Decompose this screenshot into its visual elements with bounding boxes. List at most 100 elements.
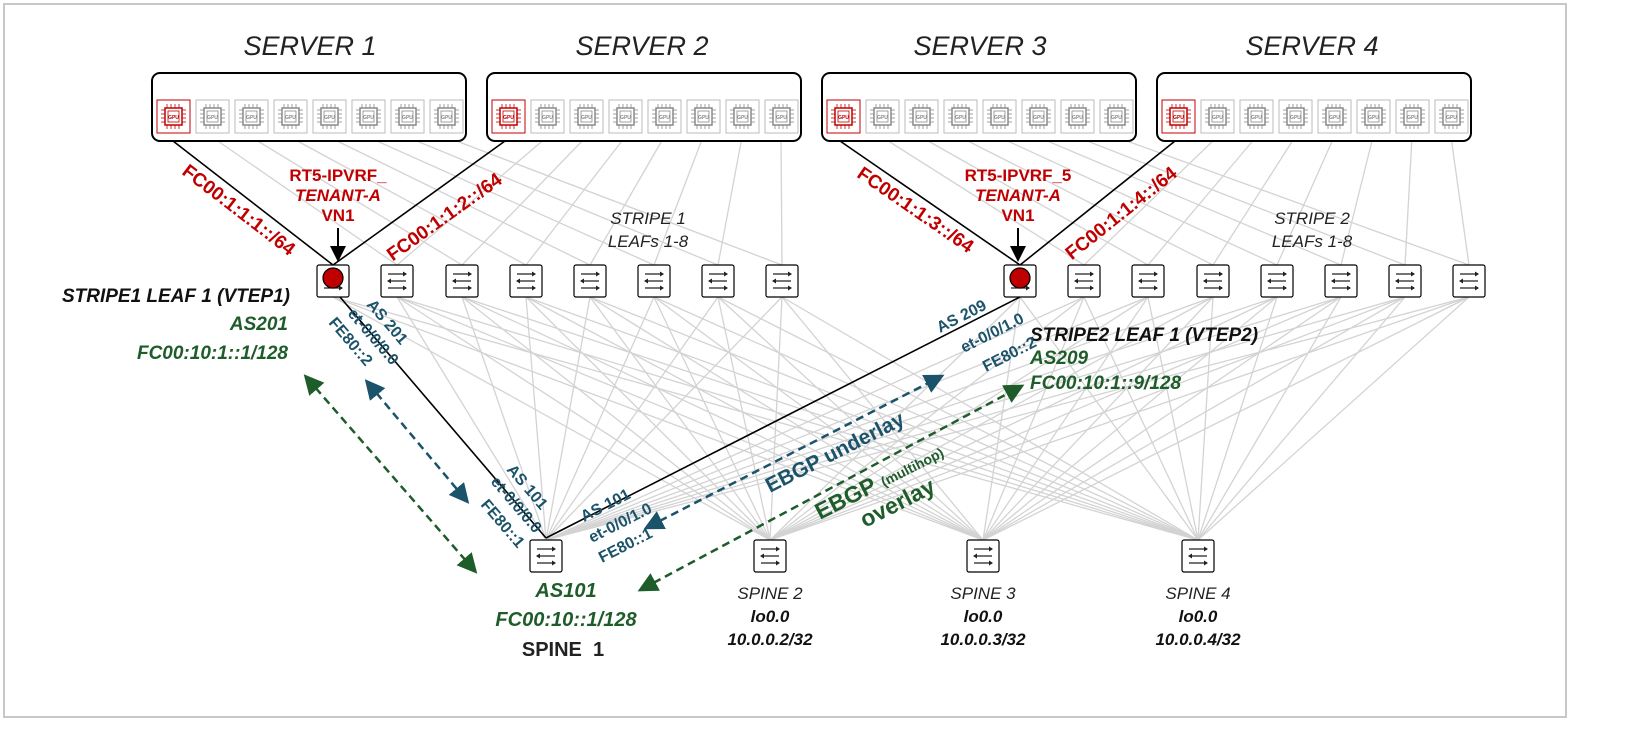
stripe2-leaf-1[interactable] [1003,264,1037,298]
gpu-icon: GPU [312,99,347,134]
server-chassis [486,72,802,142]
gpu-icon: GPU [686,99,721,134]
gpu-icon: GPU [1434,99,1469,134]
gpu-icon: GPU [904,99,939,134]
stripe2-leaf-3[interactable] [1131,264,1165,298]
svg-text:GPU: GPU [207,115,218,121]
gpu-leaf-link [1340,136,1374,266]
gpu-icon: GPU [982,99,1017,134]
gpu-icon: GPU [569,99,604,134]
spine2-name: SPINE 2 [737,584,803,603]
gpu-icon: GPU [865,99,900,134]
stripe1-leaf-8[interactable] [765,264,799,298]
svg-text:GPU: GPU [916,115,927,121]
stripe1-leaf-5[interactable] [573,264,607,298]
stripe2-leaf-6[interactable] [1324,264,1358,298]
spine4-lo: lo0.0 [1179,607,1218,626]
stripe2-leaf-2[interactable] [1067,264,1101,298]
svg-text:GPU: GPU [1173,115,1184,121]
overlay-arrow-leaf1 [303,374,478,574]
vtep-indicator-icon [322,267,344,289]
svg-text:GPU: GPU [776,115,787,121]
svg-text:GPU: GPU [698,115,709,121]
gpu-leaf-link [1450,136,1470,266]
stripe1-leaf-4[interactable] [509,264,543,298]
gpu-icon: GPU [1099,99,1134,134]
svg-text:GPU: GPU [1072,115,1083,121]
gpu-leaf-link [1037,136,1342,266]
gpu-leaf-link [461,136,587,266]
svg-text:GPU: GPU [994,115,1005,121]
link-s4-gpu1-leaf1 [1019,140,1176,266]
svg-text:GPU: GPU [737,115,748,121]
svg-text:GPU: GPU [168,115,179,121]
leaf-spine-link [1019,296,1199,541]
leaf-spine-link [982,296,1470,541]
gpu-icon: GPU [1395,99,1430,134]
stripe1-leaf-7[interactable] [701,264,735,298]
vrf-label-stripe1: RT5-IPVRF_ TENANT-A VN1 [289,166,387,262]
stripe2-label: STRIPE 2 [1274,209,1350,228]
gpu-leaf-link [717,136,743,266]
stripe2-leaf-4[interactable] [1196,264,1230,298]
server-2-title: SERVER 2 [575,31,708,61]
gpu-leaf-link [1404,136,1413,266]
leaf2-as: AS209 [1029,348,1089,369]
svg-text:GPU: GPU [324,115,335,121]
svg-text:GPU: GPU [1111,115,1122,121]
leaf-spine-link [1197,296,1406,541]
spine-3[interactable] [966,539,1000,573]
stripe1-leaf-1[interactable] [316,264,350,298]
gpu-icon: GPU [1356,99,1391,134]
spine4-ip: 10.0.0.4/32 [1155,630,1241,649]
server-chassis [821,72,1137,142]
gpu-leaf-link [998,136,1278,266]
gpu-leaf-link [1083,136,1218,266]
gpu-icon: GPU [195,99,230,134]
stripe2-leafs: LEAFs 1-8 [1272,232,1353,251]
stripe2-leaf-7[interactable] [1388,264,1422,298]
vrf2-line2: TENANT-A [975,186,1061,205]
gpu-leaf-link [445,136,783,266]
spine1-loopback: FC00:10::1/128 [495,609,637,631]
gpu-leaf-link [406,136,719,266]
overlay-arrow-leaf2 [637,384,1025,592]
gpu-icon: GPU [1317,99,1352,134]
svg-text:GPU: GPU [955,115,966,121]
link-s3-gpu1-leaf1 [839,140,1021,266]
vrf-label-stripe2: RT5-IPVRF_5 TENANT-A VN1 [965,166,1071,262]
svg-text:GPU: GPU [1251,115,1262,121]
vrf1-line1: RT5-IPVRF_ [289,166,387,185]
spine-4[interactable] [1181,539,1215,573]
gpu-leaf-link [1076,136,1406,266]
svg-text:GPU: GPU [620,115,631,121]
gpu-leaf-link [525,136,626,266]
leaf2-loopback: FC00:10:1::9/128 [1030,373,1181,394]
gpu-icon: GPU [273,99,308,134]
gpu-leaf-link [780,136,783,266]
server-chassis [151,72,467,142]
spine-2[interactable] [753,539,787,573]
server-chassis [1156,72,1472,142]
gpu-icon: GPU [943,99,978,134]
gpu-leaf-link [881,136,1085,266]
stripe2-leaf-8[interactable] [1452,264,1486,298]
gpu-leaf-link [396,136,548,266]
gpu-icon: GPU [234,99,269,134]
gpu-leaf-link [1276,136,1335,266]
leaf-spine-link [545,296,591,541]
svg-text:GPU: GPU [1329,115,1340,121]
stripe2-leaf-5[interactable] [1260,264,1294,298]
stripe1-leaf-6[interactable] [637,264,671,298]
stripe1-leaf-3[interactable] [445,264,479,298]
highlight-links [172,140,1176,539]
stripe1-label: STRIPE 1 [610,209,686,228]
stripe1-leaf-2[interactable] [380,264,414,298]
spine1-as: AS101 [534,580,596,602]
spine-1[interactable] [529,539,563,573]
svg-text:GPU: GPU [581,115,592,121]
gpu-leaf-link [1115,136,1470,266]
leaf-spine-link [545,296,655,541]
